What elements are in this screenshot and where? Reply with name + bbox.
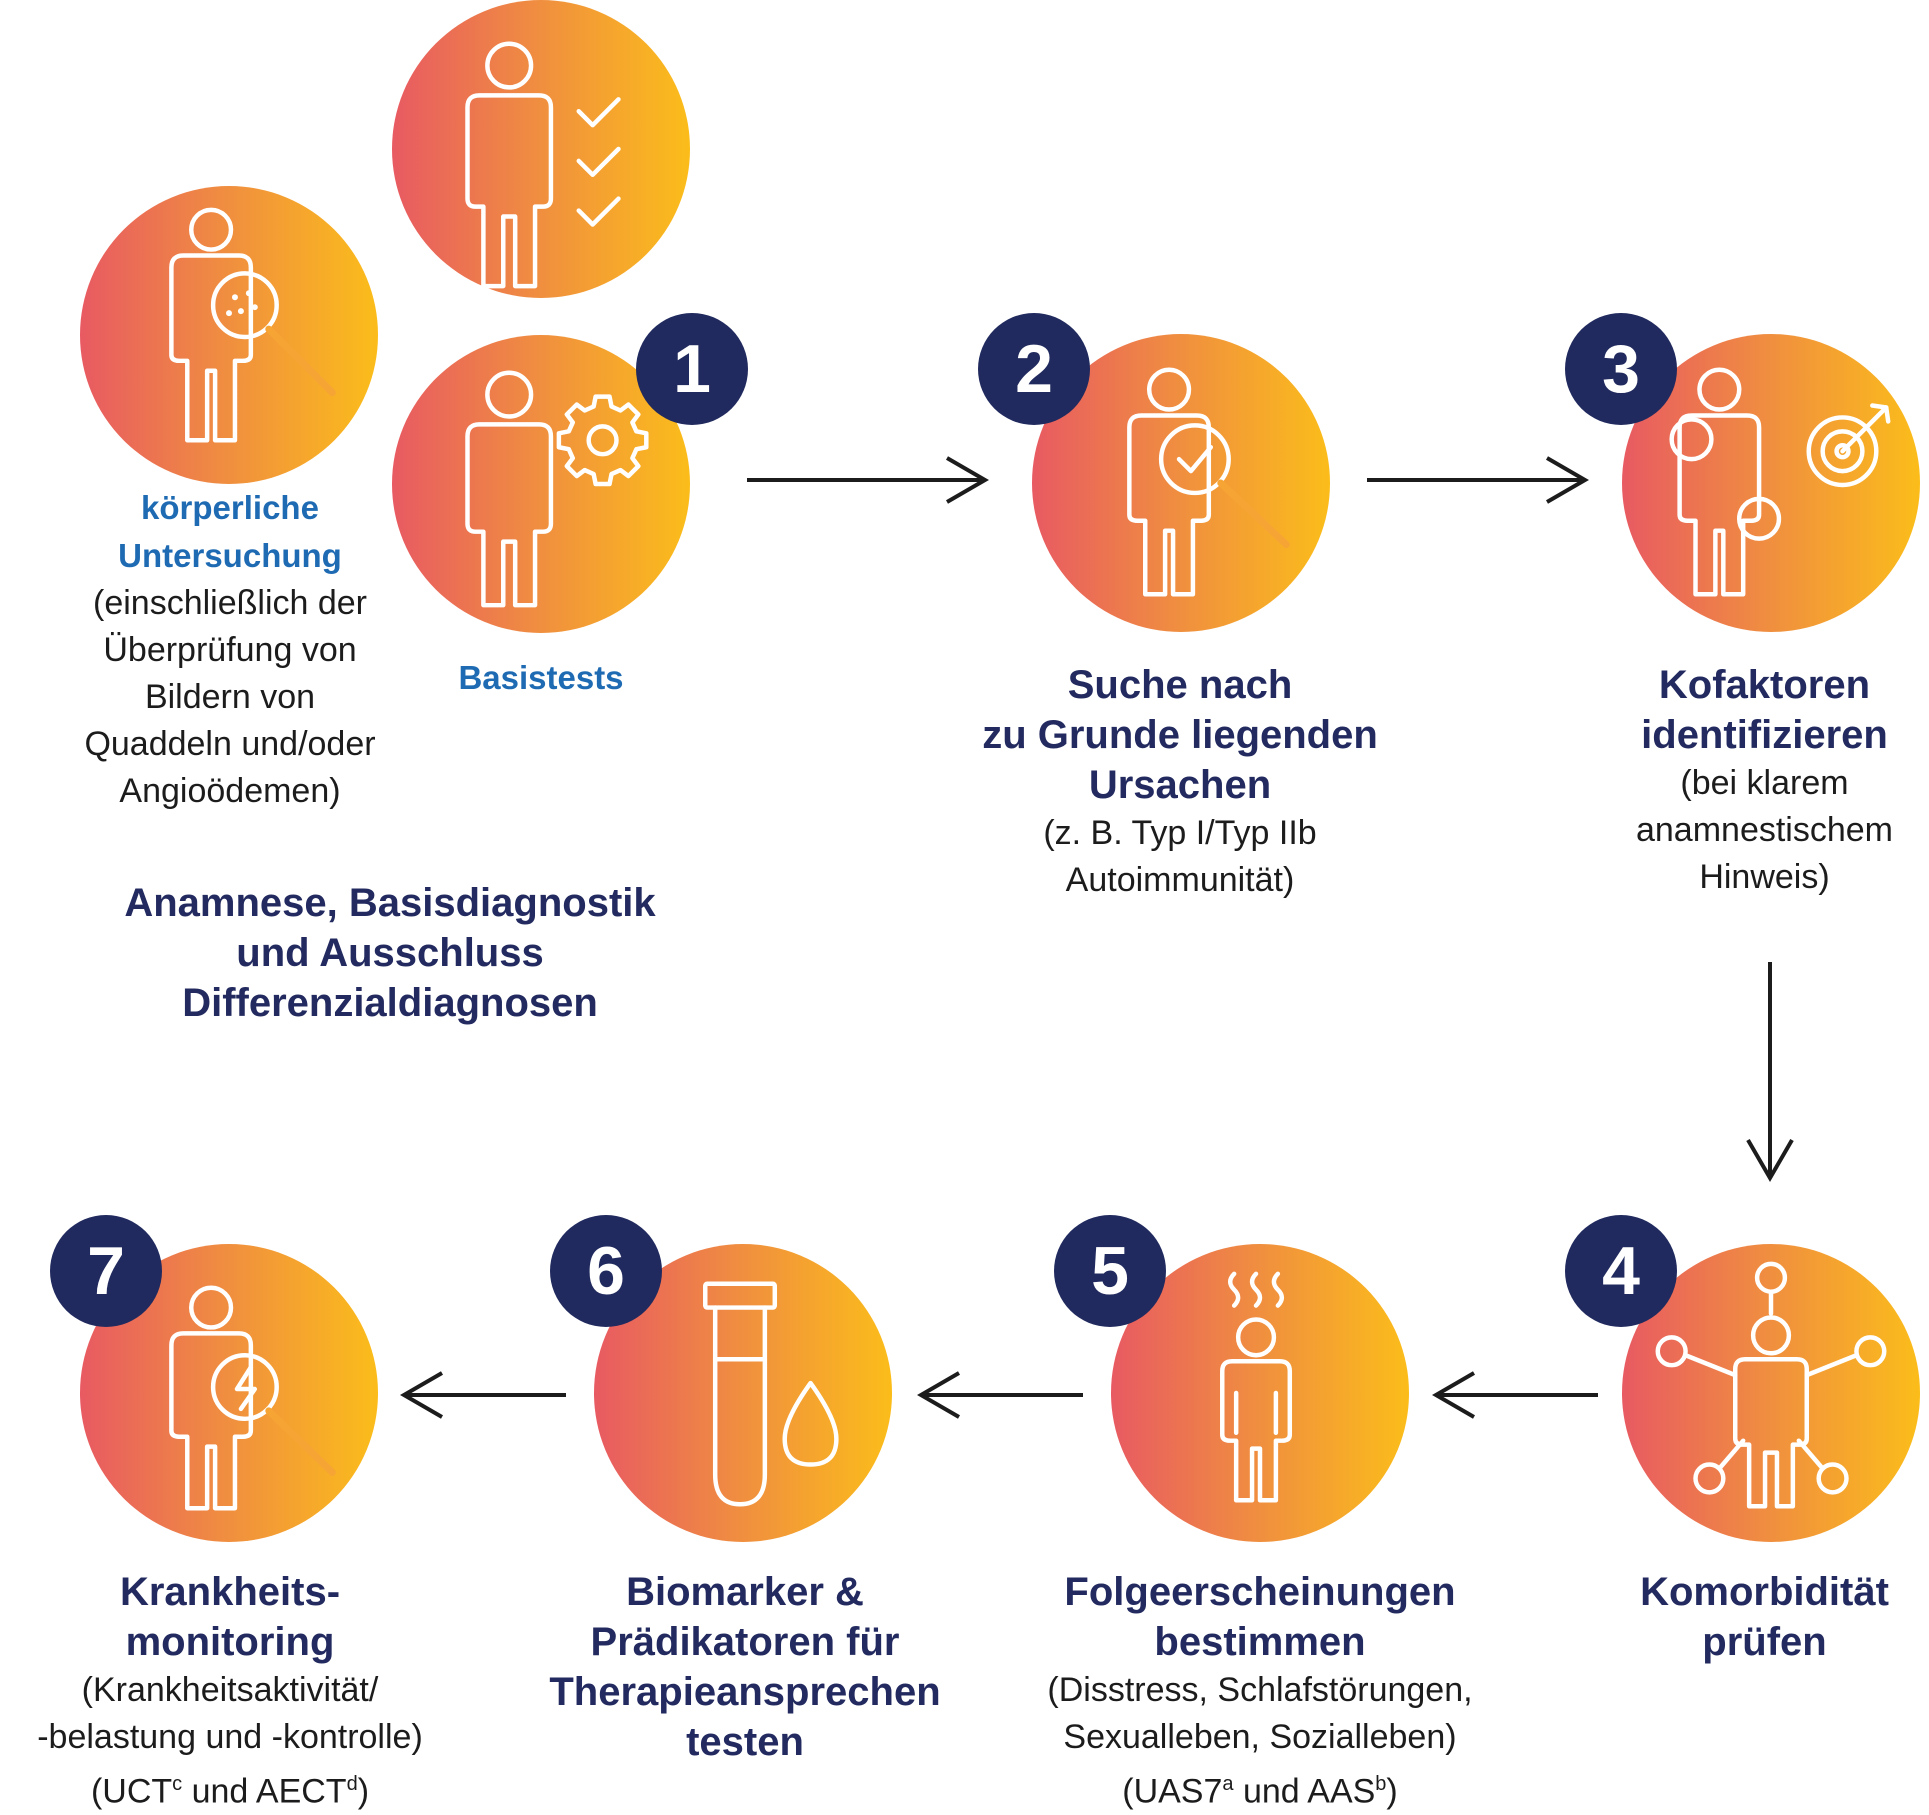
step-3-title-line: Kofaktoren [1658,663,1871,707]
score-text: und AECT [182,1772,347,1811]
basic-tests-title: Basistests [458,659,624,696]
group1-caption-line: Differenzialdiagnosen [182,981,598,1025]
step-badge-7: 7 [50,1215,162,1327]
person-search-check-icon [1127,367,1290,597]
arrow-left-5-to-6 [917,1371,1083,1419]
physical-exam-label: körperliche Untersuchung (einschließlich… [40,484,420,815]
step-2-title-line: zu Grunde liegenden [982,713,1378,757]
step-badge-2: 2 [978,313,1090,425]
step-7-label: Krankheits- monitoring (Krankheitsaktivi… [20,1567,440,1815]
score-text: (UCT [90,1772,173,1811]
physical-exam-detail-line: Überprüfung von [103,631,357,669]
step-badge-5: 5 [1054,1215,1166,1327]
step-2-label: Suche nach zu Grunde liegenden Ursachen … [910,660,1450,904]
step-7-detail-line: -belastung und -kontrolle) [37,1718,423,1756]
footnote-marker: b [1375,1773,1387,1795]
score-text: (UAS7 [1122,1772,1223,1811]
physical-exam-detail-line: Quaddeln und/oder [84,725,376,763]
step-2-detail-line: (z. B. Typ I/Typ IIb [1043,814,1317,852]
step-badge-6: 6 [550,1215,662,1327]
step-5-label: Folgeerscheinungen bestimmen (Disstress,… [990,1567,1530,1815]
arrow-right-2-to-3 [1367,456,1589,504]
person-checklist-icon [465,41,621,289]
step-2-title-line: Suche nach [1067,663,1293,707]
group1-caption-line: und Ausschluss [236,931,544,975]
step-6-label: Biomarker & Prädikatoren für Therapieans… [500,1567,990,1767]
score-text: und AAS [1233,1772,1376,1811]
step-2-title-line: Ursachen [1088,763,1272,807]
step-7-detail-line: (Krankheitsaktivität/ [81,1671,379,1709]
step-3-label: Kofaktoren identifizieren (bei klarem an… [1600,660,1929,901]
step-5-detail-line: Sexualleben, Sozialleben) [1063,1718,1457,1756]
step-6-title-line: testen [686,1720,804,1764]
step-4-title-line: Komorbidität [1640,1570,1889,1614]
footnote-marker: c [172,1773,183,1795]
step-3-detail-line: anamnestischem [1635,811,1893,849]
step-3-title-line: identifizieren [1641,713,1888,757]
step-7-title-line: Krankheits- [119,1570,341,1614]
step-7-title-line: monitoring [125,1620,335,1664]
physical-exam-circle [80,186,378,484]
step-3-detail-line: (bei klarem [1680,764,1849,802]
step-4-label: Komorbidität prüfen [1600,1567,1929,1667]
step-6-title-line: Therapieansprechen [549,1670,941,1714]
person-heat-icon [1220,1271,1293,1503]
score-text: ) [1386,1772,1398,1811]
checklist-circle [392,0,690,298]
physical-exam-detail-line: (einschließlich der [93,584,367,622]
step-2-detail-line: Autoimmunität) [1065,861,1295,899]
step-4-title-line: prüfen [1702,1620,1827,1664]
step-badge-3: 3 [1565,313,1677,425]
step-5-title-line: Folgeerscheinungen [1064,1570,1456,1614]
step-badge-4: 4 [1565,1215,1677,1327]
person-magnifier-icon [169,207,336,443]
group1-caption: Anamnese, Basisdiagnostik und Ausschluss… [60,878,720,1028]
person-network-icon [1655,1261,1887,1509]
arrow-left-6-to-7 [400,1371,566,1419]
step-6-title-line: Prädikatoren für [590,1620,900,1664]
physical-exam-detail-line: Angioödemen) [119,772,341,810]
group1-caption-line: Anamnese, Basisdiagnostik [124,881,656,925]
step-5-title-line: bestimmen [1154,1620,1366,1664]
arrow-left-4-to-5 [1432,1371,1598,1419]
step-5-detail-line: (Disstress, Schlafstörungen, [1047,1671,1473,1709]
physical-exam-title-line: körperliche [141,489,319,526]
basic-tests-label: Basistests [400,654,682,702]
step-3-detail-line: Hinweis) [1699,858,1830,896]
score-text: ) [357,1772,370,1811]
step-7-score-line: (UCTc und AECTd) [20,1761,440,1815]
step-5-score-line: (UAS7a und AASb) [990,1761,1530,1815]
step-6-title-line: Biomarker & [626,1570,864,1614]
physical-exam-title-line: Untersuchung [118,537,342,574]
step-badge-1: 1 [636,313,748,425]
person-target-icon [1669,367,1891,597]
arrow-down-3-to-4 [1746,962,1794,1182]
person-gear-icon [465,370,649,608]
footnote-marker: a [1222,1773,1234,1795]
person-monitoring-icon [169,1285,336,1511]
footnote-marker: d [346,1773,358,1795]
arrow-right-1-to-2 [747,456,989,504]
physical-exam-detail-line: Bildern von [144,678,316,716]
test-tube-drop-icon [703,1281,839,1507]
